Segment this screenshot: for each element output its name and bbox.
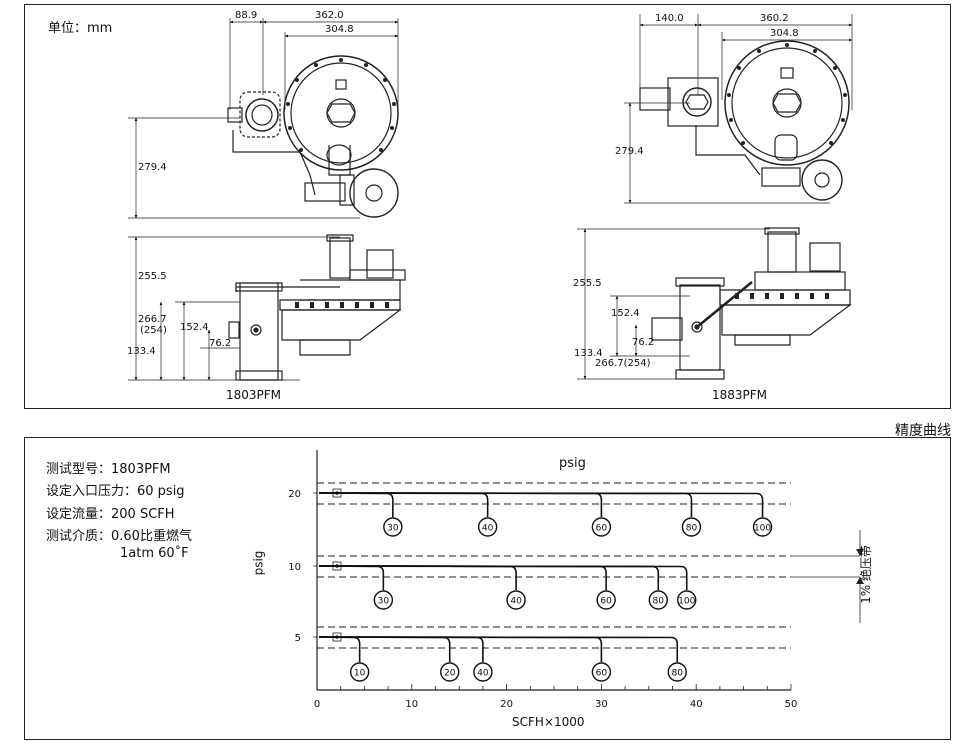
pressure-curve [318,492,489,517]
inlet-pressure-circle [677,590,697,610]
band-arrowhead-bottom [856,577,864,584]
pressure-curve [318,565,660,590]
left-dim-254: (254) [140,325,167,336]
model-label-right: 1883PFM [712,388,768,402]
pressure-curve [318,492,693,517]
inlet-pressure-circle [752,517,773,537]
pressure-curve [318,492,394,517]
left-top-view [128,18,399,219]
left-dim-279-4: 279.4 [138,162,167,173]
y-tick-label: 5 [295,633,301,644]
condition-flow: 设定流量：200 SCFH [46,507,175,522]
x-tick-label: 40 [690,699,703,710]
inlet-pressure-label: 10 [354,669,366,679]
inlet-pressure-label: 100 [678,597,695,607]
left-dim-88-9: 88.9 [235,10,258,21]
right-dim-76-2: 76.2 [632,337,655,348]
inlet-pressure-circle [373,590,394,610]
right-dim-266-7-254: 266.7(254) [595,358,651,369]
left-side-view [128,234,406,381]
inlet-pressure-label: 60 [596,524,608,534]
inlet-pressure-circle [667,662,687,682]
inlet-pressure-label: 40 [477,669,489,679]
inlet-pressure-label: 80 [653,597,665,607]
pressure-curve [318,636,679,662]
inlet-pressure-label: 40 [510,597,522,607]
inlet-pressure-circle [591,662,612,682]
pressure-curve [318,636,603,662]
x-tick-label: 30 [595,699,608,710]
inlet-pressure-label: 80 [686,524,698,534]
drawings-panel [24,4,951,409]
condition-inlet-pressure: 设定入口压力：60 psig [46,484,185,499]
right-side-view [577,227,852,380]
x-tick-label: 50 [785,699,798,710]
pressure-curve [318,492,764,517]
chart-xlabel: SCFH×1000 [512,715,585,729]
left-dim-133-4: 133.4 [127,346,156,357]
inlet-pressure-circle [349,662,370,682]
x-tick-label: 0 [314,699,320,710]
pressure-curve [318,565,517,590]
pressure-curve [318,565,385,590]
right-dim-152-4: 152.4 [611,308,640,319]
left-dim-304-8: 304.8 [325,24,354,35]
pressure-curve [318,636,484,662]
left-dim-362: 362.0 [315,10,344,21]
left-dim-76-2: 76.2 [209,338,232,349]
right-dim-140: 140.0 [655,13,684,24]
x-tick-label: 10 [405,699,418,710]
condition-model: 测试型号：1803PFM [46,462,171,477]
left-dim-266-7: 266.7 [138,314,167,325]
left-dim-255-5: 255.5 [138,271,167,282]
inlet-pressure-label: 80 [672,669,684,679]
inlet-pressure-label: 30 [378,597,390,607]
model-label-left: 1803PFM [226,388,282,402]
inlet-pressure-circle [477,517,498,537]
unit-label: 单位：mm [48,21,113,36]
inlet-pressure-label: 20 [444,669,456,679]
chart-title: psig [559,456,586,471]
condition-medium: 测试介质：0.60比重燃气 [46,529,192,544]
inlet-pressure-label: 40 [482,524,494,534]
pressure-curve [318,565,607,590]
y-tick-label: 10 [288,562,301,573]
right-dim-279-4: 279.4 [615,146,644,157]
inlet-pressure-circle [473,662,493,682]
right-dim-360-2: 360.2 [760,13,789,24]
inlet-pressure-label: 100 [754,524,771,534]
pressure-curve [318,492,603,517]
right-dim-255-5: 255.5 [573,278,602,289]
inlet-pressure-circle [383,517,403,537]
chart-ylabel: psig [251,550,266,576]
y-tick-label: 20 [288,489,301,500]
inlet-pressure-label: 60 [596,669,608,679]
inlet-pressure-circle [648,590,668,610]
condition-atm: 1atm 60˚F [120,546,189,561]
x-tick-label: 20 [500,699,513,710]
inlet-pressure-circle [591,517,612,537]
inlet-pressure-circle [596,590,616,610]
pressure-curve [318,565,688,590]
inlet-pressure-circle [681,517,702,537]
right-top-view [624,14,853,204]
right-dim-304-8: 304.8 [770,28,799,39]
right-dim-133-4: 133.4 [574,348,603,359]
inlet-pressure-circle [440,662,460,682]
band-arrowhead-top [856,549,864,556]
left-dim-152-4: 152.4 [180,322,209,333]
inlet-pressure-label: 60 [600,597,612,607]
curve-title: 精度曲线 [895,423,951,439]
band-label: 1% 绝压带 [858,545,873,604]
inlet-pressure-circle [506,590,526,610]
inlet-pressure-label: 30 [387,524,399,534]
